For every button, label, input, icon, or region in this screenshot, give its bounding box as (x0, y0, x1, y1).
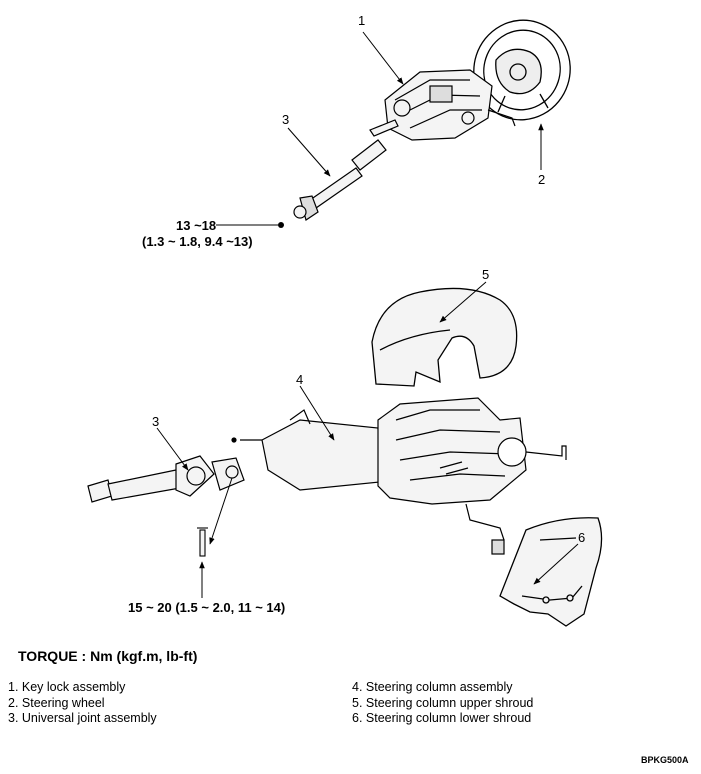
steering-column-top (369, 69, 516, 141)
torque-top-value: 13 ~18 (176, 218, 217, 233)
callout-4: 4 (296, 372, 304, 387)
legend-item-5: 5. Steering column upper shroud (352, 695, 534, 710)
steering-column-assembly (231, 397, 567, 555)
legend-item-1: 1. Key lock assembly (8, 680, 126, 694)
leader-6 (533, 543, 579, 585)
callout-2: 2 (538, 172, 546, 187)
legend-item-3: 3. Universal joint assembly (8, 711, 157, 725)
bolt-bottom (197, 527, 208, 557)
legend-item-4: 4. Steering column assembly (352, 680, 513, 694)
bolt-top (278, 222, 284, 228)
figure-code: BPKG500A (641, 755, 689, 765)
callout-3-bottom: 3 (152, 414, 160, 429)
legend-item-2: 2. Steering wheel (8, 695, 105, 710)
torque-title: TORQUE : Nm (kgf.m, lb-ft) (18, 648, 198, 664)
legend-right: 4. Steering column assembly 5. Steering … (352, 680, 533, 727)
callout-1: 1 (358, 13, 366, 28)
torque-top-converted: (1.3 ~ 1.8, 9.4 ~13) (142, 234, 253, 249)
intermediate-shaft-top (293, 139, 387, 221)
universal-joint-assembly (87, 455, 245, 503)
torque-bottom-value: 15 ~ 20 (1.5 ~ 2.0, 11 ~ 14) (128, 600, 286, 615)
leader-4 (299, 385, 335, 441)
legend-left: 1. Key lock assembly 2. Steering wheel 3… (8, 680, 157, 727)
legend-item-6: 6. Steering column lower shroud (352, 711, 532, 725)
leader-3-bottom (156, 427, 233, 545)
callout-5: 5 (482, 267, 490, 282)
leaders-top (216, 31, 544, 226)
callout-6: 6 (578, 530, 586, 545)
lower-shroud (499, 517, 603, 627)
steering-wheel-top (473, 19, 571, 121)
callout-3-top: 3 (282, 112, 290, 127)
leader-5 (439, 281, 487, 323)
upper-shroud (371, 287, 518, 387)
steering-column-exploded-diagram (87, 19, 603, 627)
